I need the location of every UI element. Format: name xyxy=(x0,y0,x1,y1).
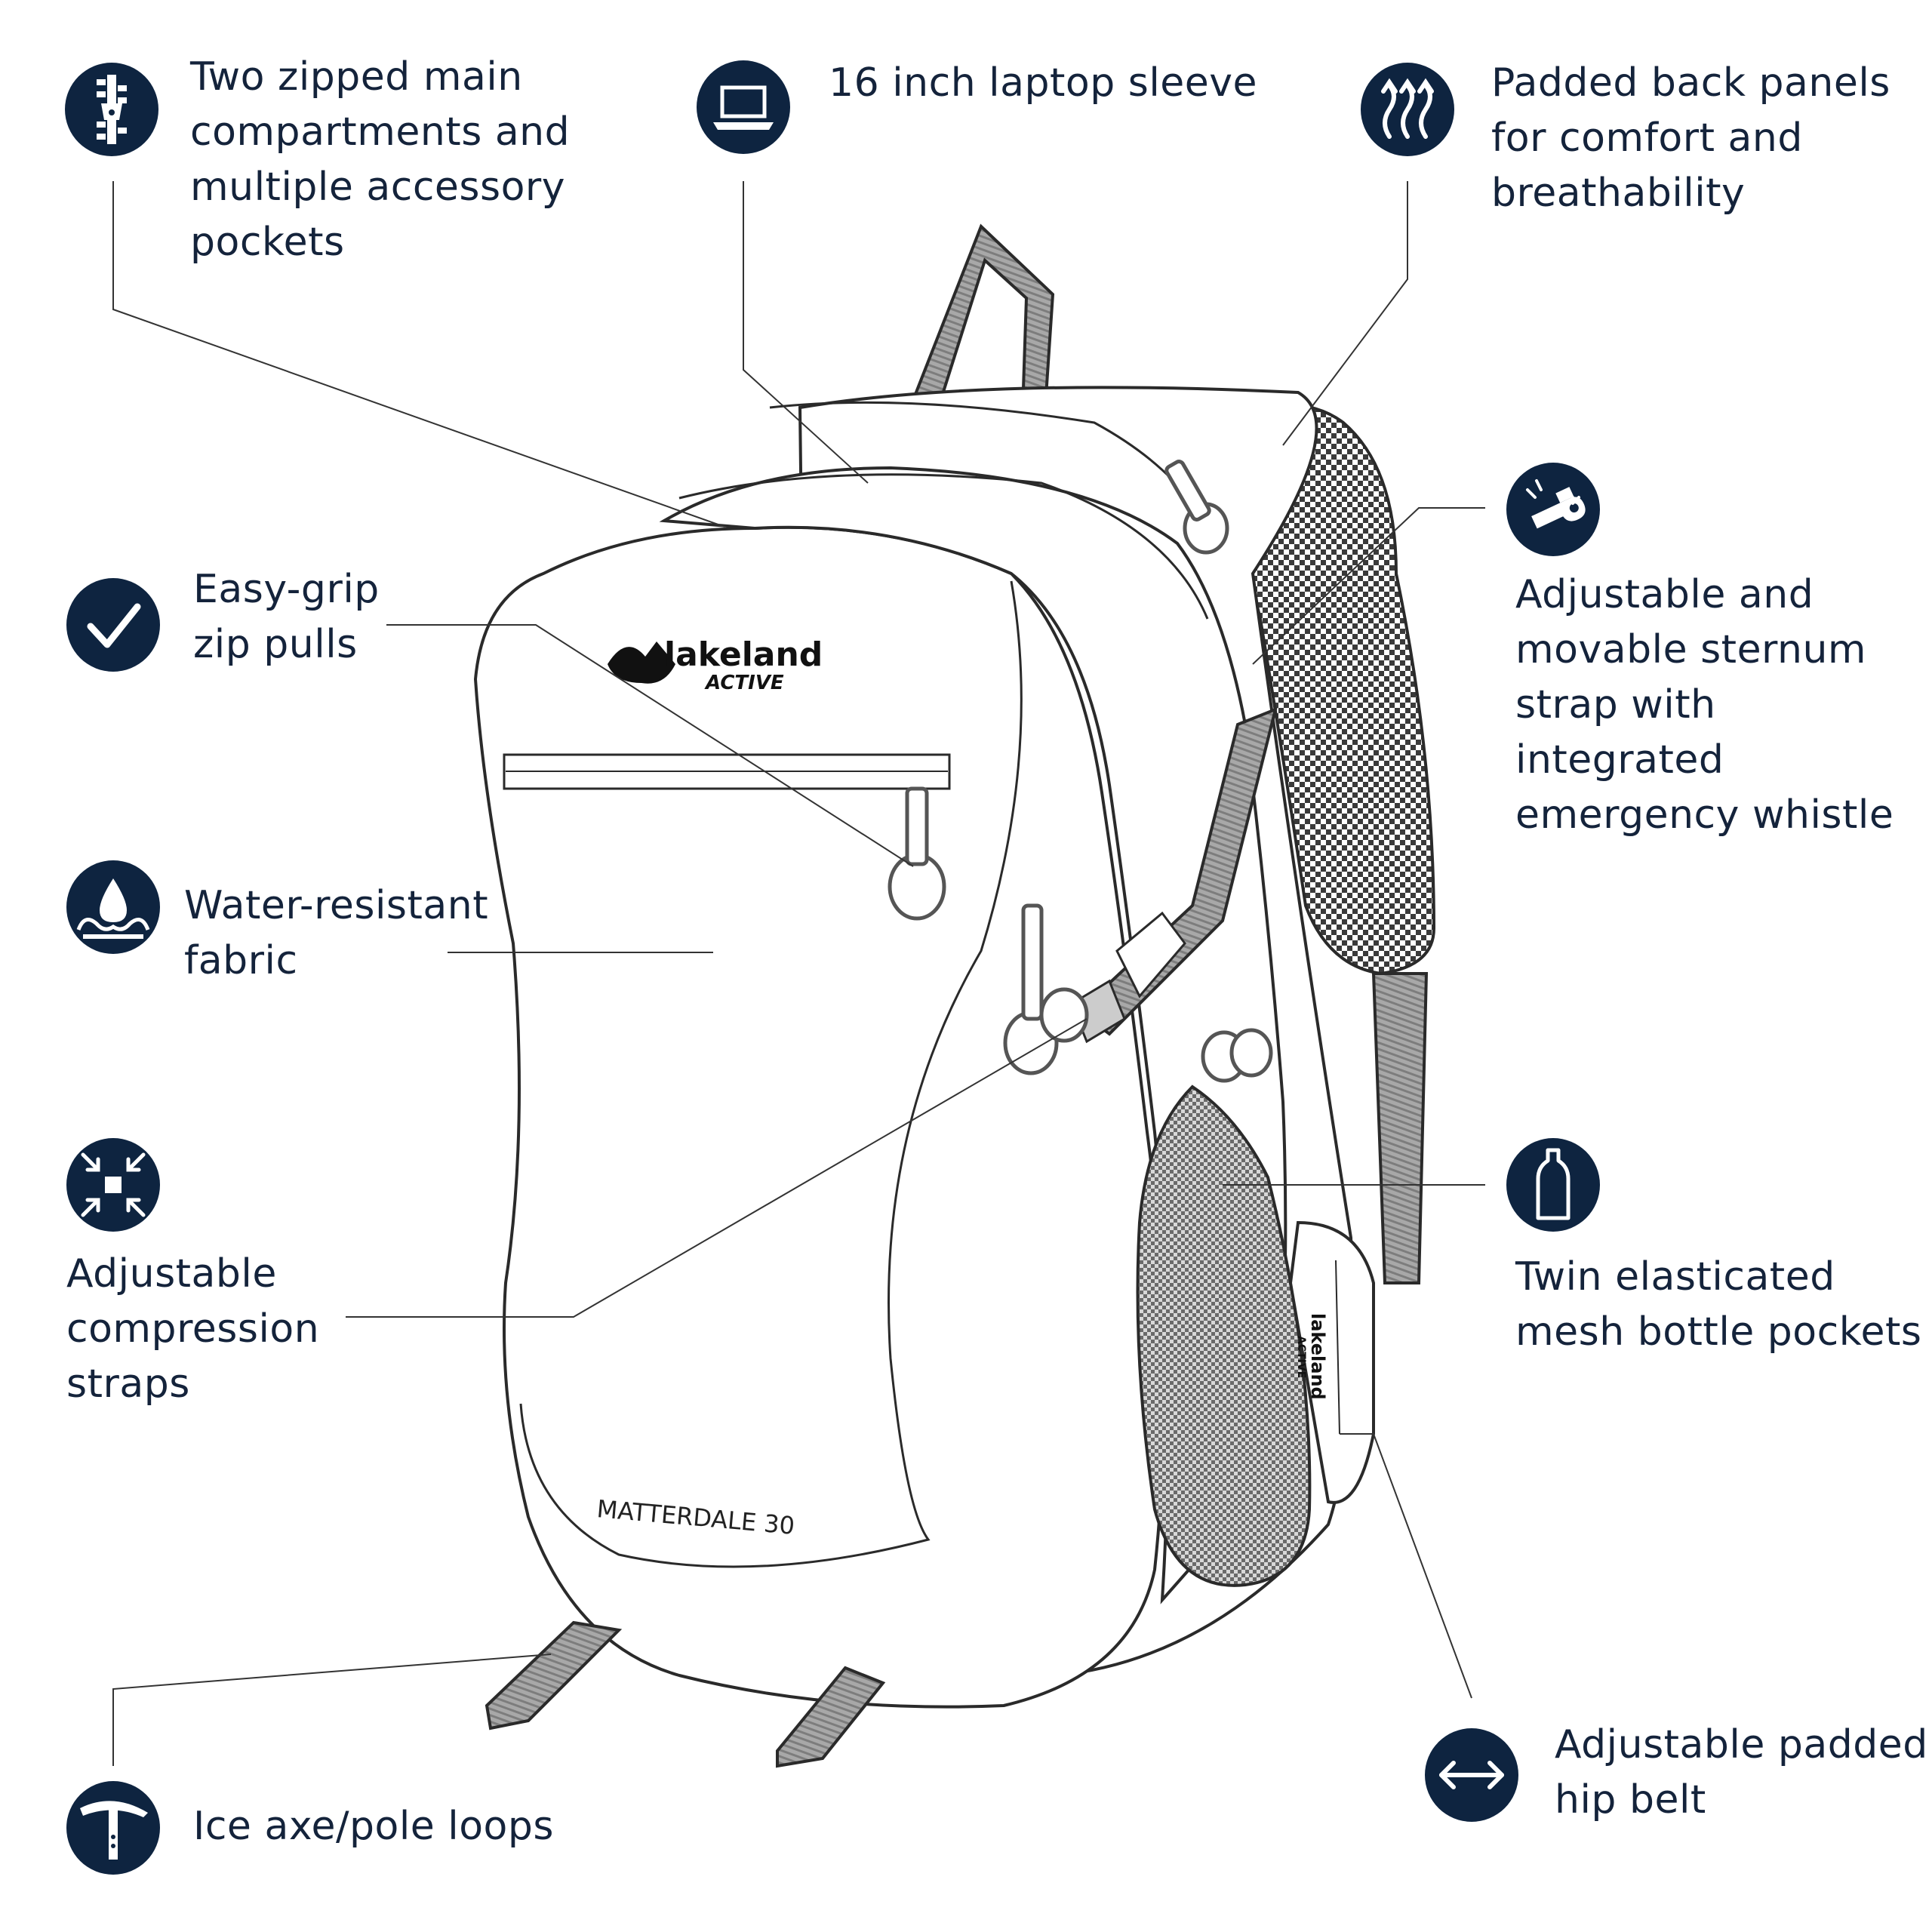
feature-label-bottle-pockets: Twin elasticated mesh bottle pockets xyxy=(1515,1254,1922,1355)
whistle-buckle xyxy=(1115,911,1186,998)
feature-label-sternum-strap: Adjustable and movable sternum strap wit… xyxy=(1515,572,1894,838)
leader-line-sternum-strap xyxy=(1252,507,1485,665)
leader-line-zip-pulls xyxy=(386,624,914,867)
leader-line-ice-axe-loops xyxy=(112,1654,552,1766)
brand-logo: lakeland ACTIVE xyxy=(608,635,823,694)
shoulder-strap-webbing xyxy=(1371,972,1429,1284)
side-brand-logo-sub: ACTIVE xyxy=(1295,1336,1307,1378)
ice-axe-loop-left xyxy=(485,1620,623,1730)
feature-label-laptop-sleeve: 16 inch laptop sleeve xyxy=(829,60,1258,106)
front-panel xyxy=(473,525,1166,1709)
brand-logo-word: lakeland xyxy=(664,635,823,674)
laptop-icon xyxy=(697,60,790,154)
brand-logo-sub: ACTIVE xyxy=(704,672,784,694)
leader-line-padded-back xyxy=(1282,181,1408,446)
feature-label-padded-back: Padded back panels for comfort and breat… xyxy=(1491,60,1890,216)
carry-handle xyxy=(911,223,1055,414)
leader-line-zipped-compartments xyxy=(112,181,725,528)
compress-arrows-icon xyxy=(66,1138,160,1232)
feature-label-ice-axe-loops: Ice axe/pole loops xyxy=(193,1804,554,1849)
side-brand-logo: lakeland ACTIVE xyxy=(1295,1313,1328,1400)
checkmark-icon xyxy=(66,578,160,672)
feature-label-hip-belt: Adjustable padded hip belt xyxy=(1555,1722,1928,1823)
leader-line-hip-belt xyxy=(1340,1433,1472,1699)
airflow-icon xyxy=(1361,63,1454,156)
backpack-illustration xyxy=(473,223,1436,1768)
ice-axe-icon xyxy=(66,1781,160,1875)
feature-label-compression-straps: Adjustable compression straps xyxy=(66,1251,320,1407)
feature-label-zip-pulls: Easy-grip zip pulls xyxy=(193,567,380,667)
water-drop-icon xyxy=(66,860,160,954)
leader-lines xyxy=(112,181,1485,1766)
whistle-icon xyxy=(1506,463,1600,556)
side-brand-logo-word: lakeland xyxy=(1307,1313,1328,1400)
zip-pulls xyxy=(888,460,1273,1083)
mesh-bottle-pocket xyxy=(1136,1084,1312,1587)
sternum-strap xyxy=(1076,706,1278,1036)
leader-line-compression-straps xyxy=(346,1018,1088,1318)
double-arrow-icon xyxy=(1425,1728,1518,1822)
feature-label-zipped-compartments: Two zipped main compartments and multipl… xyxy=(190,54,571,265)
feature-label-water-resistant: Water-resistant fabric xyxy=(184,883,489,983)
ice-axe-loop-right xyxy=(776,1666,886,1768)
bottle-icon xyxy=(1506,1138,1600,1232)
zipper-icon xyxy=(65,63,158,156)
leader-line-laptop-sleeve xyxy=(743,181,869,484)
mountain-logo-icon xyxy=(608,641,675,684)
shoulder-strap-mesh xyxy=(1159,403,1436,976)
